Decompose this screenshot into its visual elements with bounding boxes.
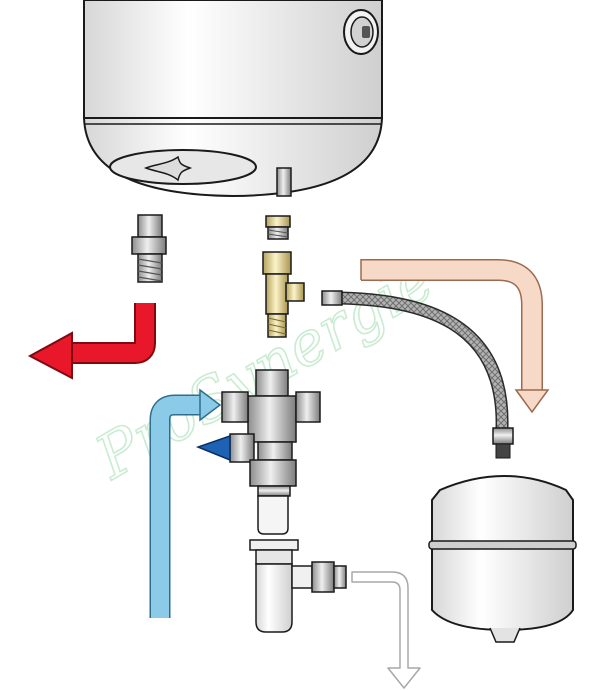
thermostat-knob-icon — [343, 9, 379, 55]
hose-nut-top — [321, 290, 343, 306]
drain-arrow-icon — [351, 571, 421, 689]
braided-flexible-hose — [321, 290, 514, 459]
water-heater — [82, 0, 384, 198]
cover-screw-icon — [143, 155, 193, 182]
safety-group-drain-outlet — [257, 495, 289, 535]
hot-water-nipple-fitting — [131, 214, 167, 283]
expansion-vessel — [428, 475, 577, 643]
safety-group-valve — [195, 369, 321, 535]
siphon-drain-trap — [249, 539, 347, 633]
dielectric-fitting — [265, 215, 291, 240]
heater-outlet-stub — [276, 167, 292, 197]
brass-tee-fitting — [262, 251, 305, 338]
safety-valve-blue-cap — [195, 434, 231, 462]
hot-water-outlet-arrow-icon — [27, 303, 156, 380]
water-heater-body — [83, 0, 383, 119]
cold-water-inlet-arrow-icon — [149, 388, 222, 618]
expansion-vessel-body — [431, 475, 574, 632]
hose-nut-bottom — [492, 427, 514, 445]
expansion-tank-arrow-icon — [360, 259, 550, 414]
